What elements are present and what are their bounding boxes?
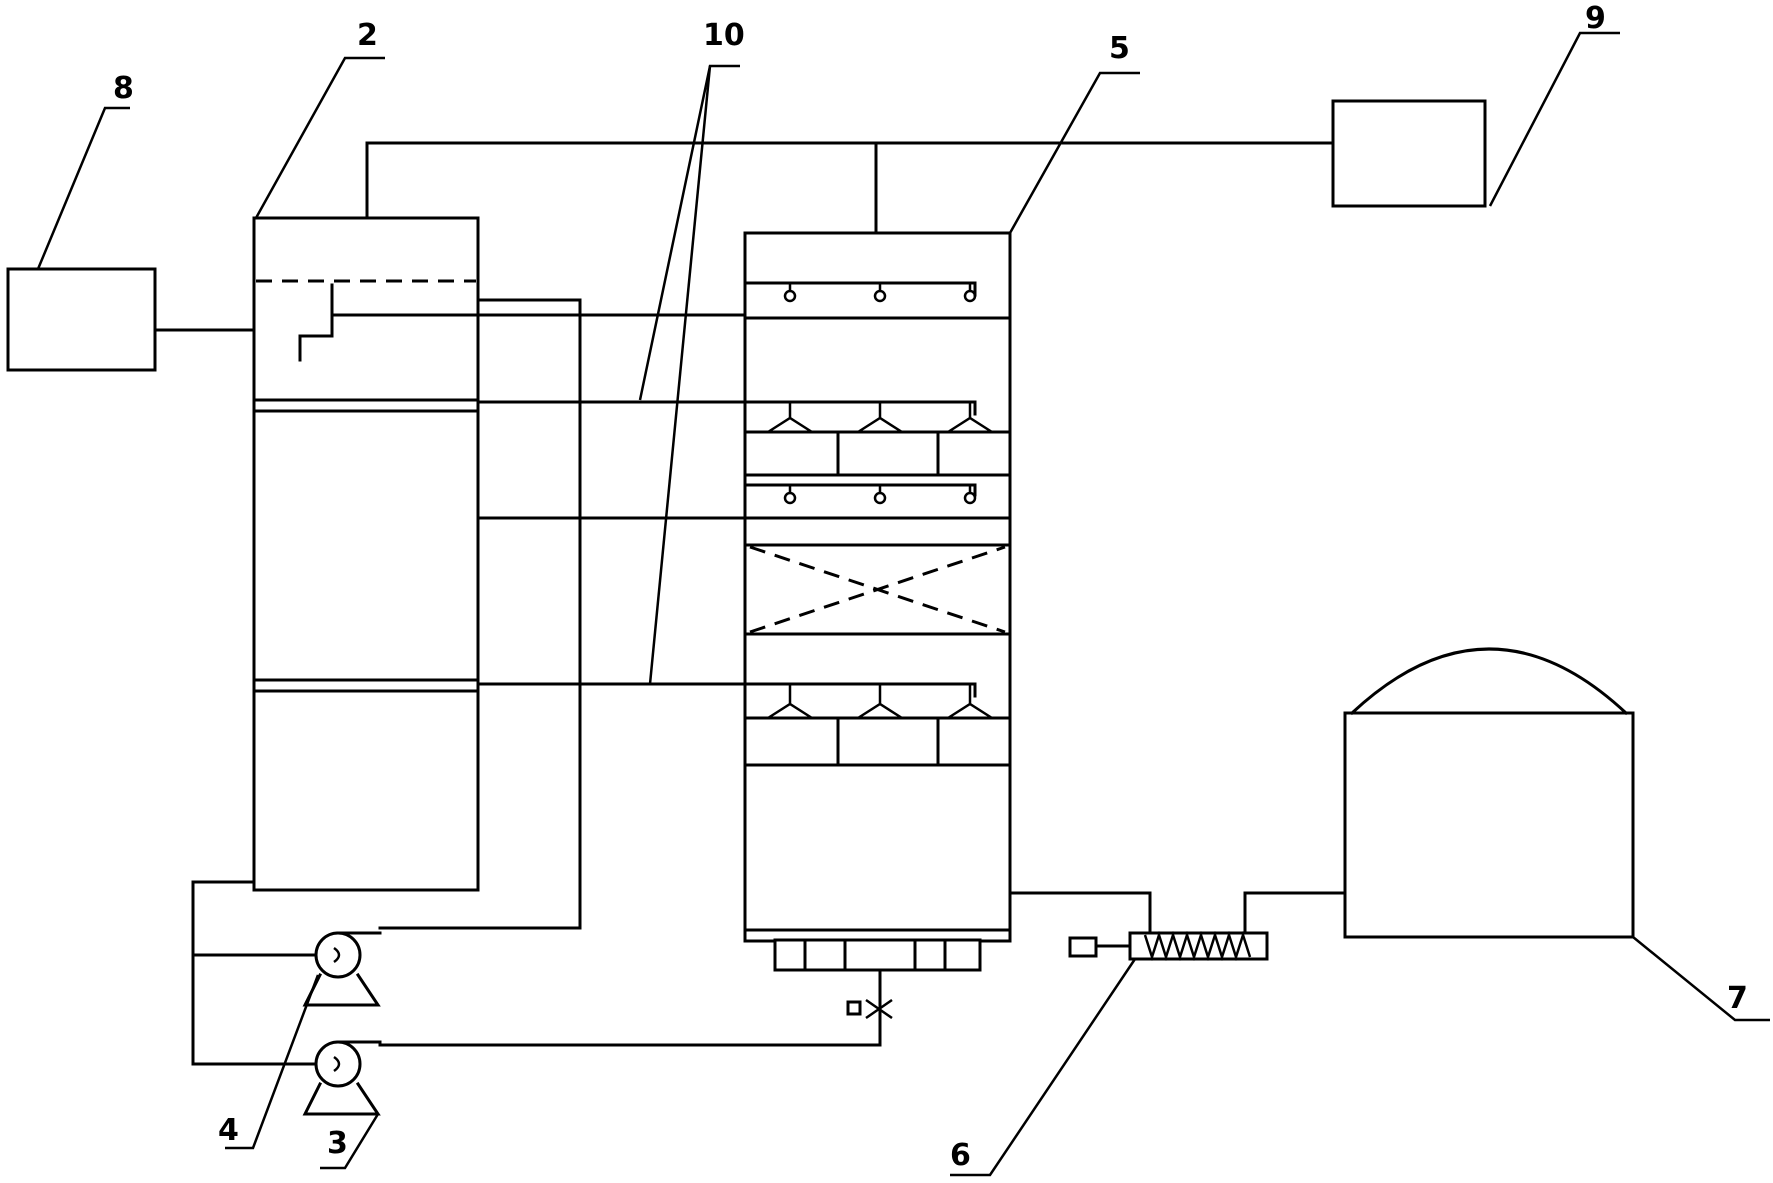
top-header-pipe	[365, 141, 1335, 235]
tank-7	[1343, 647, 1635, 939]
pump-suction-line	[191, 880, 320, 1066]
label-9: 9	[1585, 1, 1606, 36]
label-3: 3	[327, 1126, 348, 1161]
pump-3	[302, 1040, 382, 1116]
label-8: 8	[113, 71, 134, 106]
screw-conveyor-6	[1068, 891, 1347, 962]
label-2: 2	[357, 18, 378, 53]
label-5: 5	[1109, 31, 1130, 66]
spray-nozzles	[767, 283, 993, 720]
recirculation-pipe	[378, 298, 582, 930]
leader-lines	[36, 31, 1770, 1177]
pump-4	[302, 931, 382, 1007]
label-6: 6	[950, 1138, 971, 1173]
bottom-manifold	[773, 938, 982, 1020]
label-10: 10	[703, 18, 745, 53]
label-4: 4	[218, 1113, 239, 1148]
unit-8-box	[6, 267, 297, 372]
column-5	[476, 231, 1152, 943]
unit-9-box	[1331, 99, 1487, 208]
label-7: 7	[1727, 981, 1748, 1016]
return-pipe	[378, 1013, 882, 1047]
